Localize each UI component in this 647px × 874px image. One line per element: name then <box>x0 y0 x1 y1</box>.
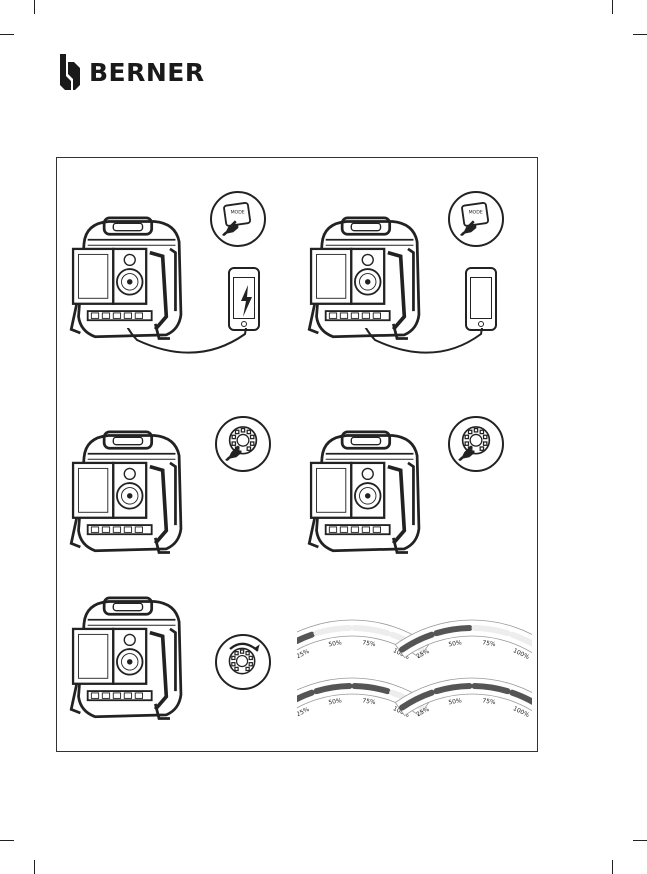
gauge-label: 50% <box>328 697 343 706</box>
crop-mark-top-right-h <box>633 34 647 35</box>
lightning-icon <box>235 281 257 321</box>
phone-idle <box>465 267 497 331</box>
dial-press-illustration-2 <box>448 416 504 472</box>
mode-button-illustration-2: MODE <box>448 191 504 247</box>
usb-cable-1 <box>97 328 257 368</box>
lamp-illustration-1 <box>67 216 187 344</box>
gauge-label: 75% <box>482 639 497 648</box>
gauge-label: 25% <box>297 706 311 718</box>
brand-logo: BERNER <box>57 52 205 92</box>
gauge-label: 75% <box>482 697 497 706</box>
gauge-label: 75% <box>362 697 377 706</box>
berner-logo-icon <box>57 52 83 92</box>
gauge-label: 25% <box>297 648 311 660</box>
gauge-label: 75% <box>362 639 377 648</box>
mode-label-2: MODE <box>469 209 483 215</box>
lamp-illustration-5 <box>67 596 187 724</box>
crop-mark-bottom-left-v <box>34 860 35 874</box>
crop-mark-bottom-left-h <box>0 840 14 841</box>
crop-mark-top-right-v <box>612 0 613 14</box>
lamp-illustration-4 <box>305 430 425 558</box>
lamp-illustration-3 <box>67 430 187 558</box>
brand-name: BERNER <box>89 58 205 87</box>
lamp-illustration-2 <box>305 216 425 344</box>
gauge-2: 25%50%75%100% <box>395 620 532 661</box>
brightness-gauges: 25%50%75%100%25%50%75%100%25%50%75%100%2… <box>297 602 532 722</box>
mode-label-1: MODE <box>231 209 245 215</box>
gauge-label: 50% <box>328 639 343 648</box>
crop-mark-bottom-right-h <box>633 840 647 841</box>
crop-mark-bottom-right-v <box>612 860 613 874</box>
mode-button-illustration-1: MODE <box>210 191 266 247</box>
crop-mark-top-left-h <box>0 34 14 35</box>
dial-press-illustration-1 <box>215 416 271 472</box>
phone-charging <box>228 267 260 331</box>
gauge-4: 25%50%75%100% <box>395 678 532 719</box>
gauge-label: 50% <box>448 639 463 648</box>
usb-cable-2 <box>335 328 495 368</box>
crop-mark-top-left-v <box>34 0 35 14</box>
illustration-frame: MODE MODE <box>56 157 538 752</box>
gauge-label: 50% <box>448 697 463 706</box>
dial-rotate-illustration <box>215 634 271 690</box>
